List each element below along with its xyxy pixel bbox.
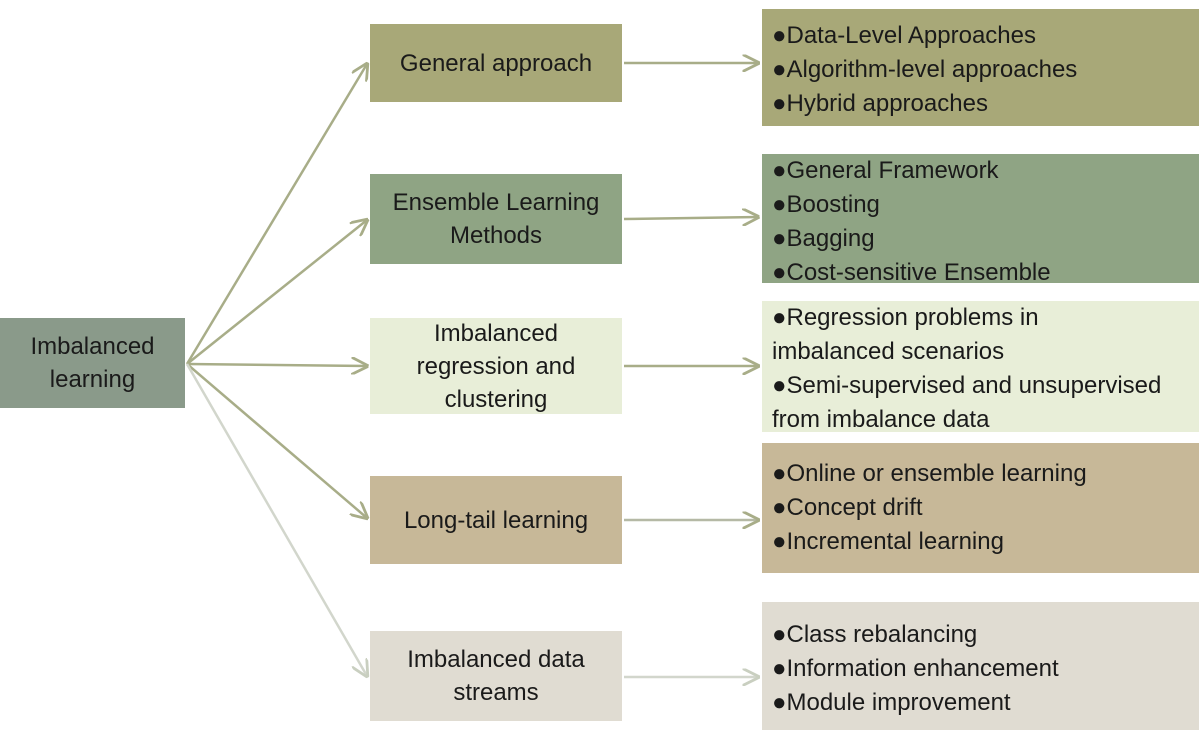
connector-root-general <box>185 64 367 365</box>
connector-root-longtail <box>186 363 367 518</box>
detail-imbalanced-data-streams: ●Class rebalancing ●Information enhancem… <box>762 602 1199 730</box>
detail-item: imbalanced scenarios <box>772 338 1005 365</box>
root-node-imbalanced-learning: Imbalanced learning <box>0 318 185 408</box>
detail-item: from imbalance data <box>772 406 990 433</box>
connector-root-ensemble <box>186 220 367 365</box>
detail-item: ●Concept drift <box>772 494 923 521</box>
detail-imbalanced-regression: ●Regression problems in imbalanced scena… <box>762 301 1199 433</box>
connector-root-regression <box>186 364 367 366</box>
detail-general-approach: ●Data-Level Approaches ●Algorithm-level … <box>762 9 1199 126</box>
detail-item: ●Semi-supervised and unsupervised <box>772 372 1162 399</box>
detail-item: ●Incremental learning <box>772 528 1004 555</box>
detail-item: ●Module improvement <box>772 689 1011 716</box>
detail-item: ●Hybrid approaches <box>772 90 988 117</box>
detail-item: ●Algorithm-level approaches <box>772 56 1078 83</box>
detail-item: ●Bagging <box>772 225 875 252</box>
connector-ensemble-detail <box>623 217 758 219</box>
detail-long-tail-learning: ●Online or ensemble learning ●Concept dr… <box>762 443 1199 573</box>
detail-item: ●Information enhancement <box>772 655 1059 682</box>
category-long-tail-learning: Long-tail learning <box>370 476 622 564</box>
category-general-approach: General approach <box>370 24 622 102</box>
category-imbalanced-data-streams: Imbalanced data streams <box>370 631 622 721</box>
detail-item: ●Class rebalancing <box>772 621 978 648</box>
detail-item: ●Boosting <box>772 191 880 218</box>
connector-root-streams <box>185 363 367 676</box>
category-ensemble-learning: Ensemble Learning Methods <box>370 174 622 264</box>
detail-item: ●General Framework <box>772 157 999 184</box>
detail-item: ●Cost-sensitive Ensemble <box>772 259 1051 286</box>
detail-ensemble-learning: ●General Framework ●Boosting ●Bagging ●C… <box>762 154 1199 286</box>
category-imbalanced-regression: Imbalanced regression and clustering <box>370 318 622 414</box>
detail-item: ●Regression problems in <box>772 304 1039 331</box>
detail-item: ●Data-Level Approaches <box>772 22 1036 49</box>
detail-item: ●Online or ensemble learning <box>772 460 1087 487</box>
